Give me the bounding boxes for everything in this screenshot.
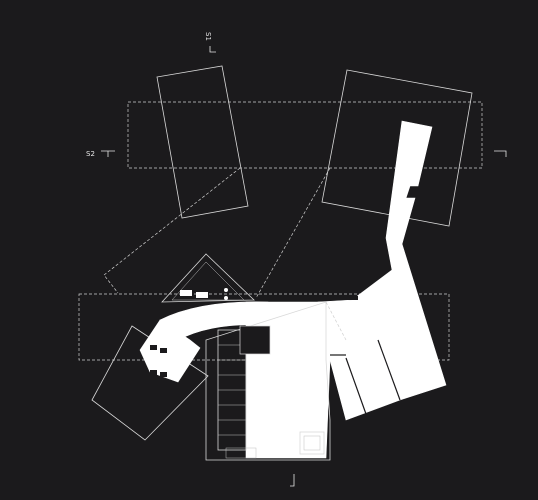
dashed-connector-left: [103, 167, 241, 294]
section-marker-s1: S1: [204, 32, 216, 53]
section-arrow-s1-bottom: [290, 474, 295, 487]
upper-block-left: [156, 65, 249, 219]
section-label-s1: S1: [204, 32, 212, 41]
section-band-upper: [127, 101, 483, 169]
section-label-s2: S2: [86, 150, 95, 158]
upper-block-right: [321, 69, 473, 227]
section-arrow-s2-right: [494, 150, 507, 157]
small-room: [299, 431, 325, 455]
spine-dark-bar: [340, 296, 358, 300]
section-arrow-s1: [209, 46, 216, 53]
small-room-inner: [303, 435, 321, 451]
left-wing-fixtures: [150, 288, 228, 377]
partition-1: [377, 339, 401, 401]
lower-block-left: [91, 325, 209, 441]
section-arrow-s2: [101, 150, 115, 157]
left-wing-wedge: [161, 253, 255, 303]
bottom-stair: [225, 447, 257, 459]
left-wing-wedge-inner: [171, 261, 245, 301]
curved-corridor: [159, 301, 269, 341]
floor-area-right: [317, 120, 447, 421]
junction-box: [239, 325, 271, 355]
dashed-partition: [325, 301, 347, 341]
partition-2: [345, 357, 367, 415]
stair-treads: [218, 344, 246, 436]
floor-area-center: [245, 301, 331, 459]
section-marker-s2: S2: [86, 150, 115, 158]
dashed-connector-right: [255, 167, 331, 299]
